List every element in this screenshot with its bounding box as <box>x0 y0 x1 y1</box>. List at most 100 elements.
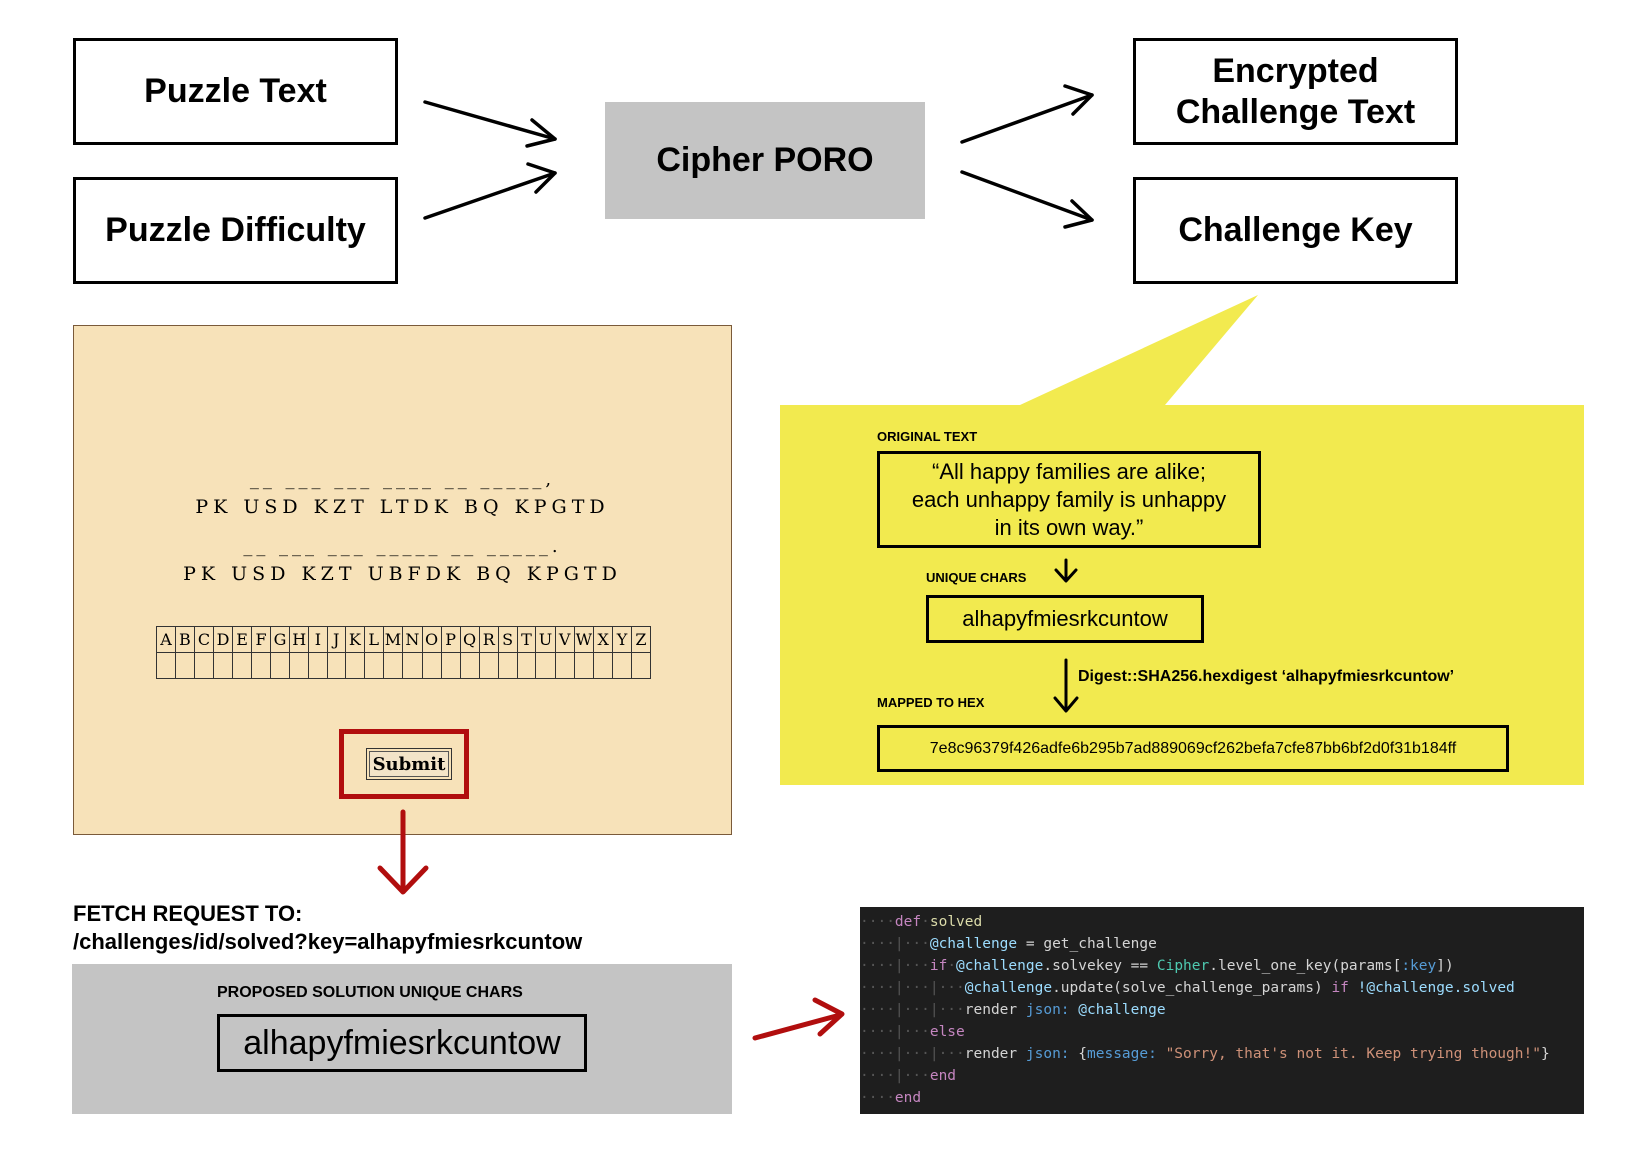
alphabet-letter-cell: T <box>516 626 537 653</box>
alphabet-input-cell[interactable] <box>478 652 499 679</box>
alphabet-letter-cell: B <box>174 626 195 653</box>
code-line-3: ····|···if·@challenge.solvekey == Cipher… <box>860 958 1454 974</box>
alphabet-letter-cell: X <box>593 626 614 653</box>
encrypted-label-line2: Challenge Text <box>1175 92 1416 131</box>
encrypted-challenge-box: Encrypted Challenge Text <box>1133 38 1458 145</box>
puzzle-panel: __ ___ ___ ____ __ _____, PK USD KZT LTD… <box>73 325 732 835</box>
alphabet-input-cell[interactable] <box>344 652 365 679</box>
code-line-7: ····|···|···render json: {message: "Sorr… <box>860 1046 1550 1062</box>
alphabet-input-cell[interactable] <box>421 652 442 679</box>
unique-chars-box: alhapyfmiesrkcuntow <box>926 595 1204 643</box>
unique-chars-label: UNIQUE CHARS <box>926 570 1027 585</box>
alphabet-input-cell[interactable] <box>593 652 614 679</box>
alphabet-letter-cell: M <box>382 626 404 653</box>
alphabet-input-cell[interactable] <box>573 652 595 679</box>
alphabet-input-cell[interactable] <box>289 652 310 679</box>
challenge-key-box: Challenge Key <box>1133 177 1458 284</box>
alphabet-letter-cell: V <box>554 626 575 653</box>
alphabet-letter-cell: O <box>421 626 442 653</box>
alphabet-input-cell[interactable] <box>516 652 537 679</box>
arrow-cipher-to-key <box>960 170 1094 229</box>
proposed-solution-box: alhapyfmiesrkcuntow <box>217 1014 587 1072</box>
hex-digest-box: 7e8c96379f426adfe6b295b7ad889069cf262bef… <box>877 725 1509 772</box>
alphabet-letter-cell: A <box>156 626 176 653</box>
alphabet-input-cell[interactable] <box>440 652 461 679</box>
alphabet-input-cell[interactable] <box>497 652 518 679</box>
alphabet-input-cell[interactable] <box>174 652 195 679</box>
alphabet-input-cell[interactable] <box>232 652 253 679</box>
alphabet-letter-cell: R <box>478 626 499 653</box>
alphabet-input-cell[interactable] <box>612 652 632 679</box>
fetch-request-url: /challenges/id/solved?key=alhapyfmiesrkc… <box>73 929 583 954</box>
alphabet-letter-cell: G <box>269 626 291 653</box>
proposed-solution-value: alhapyfmiesrkcuntow <box>243 1023 561 1062</box>
alphabet-letter-cell: Y <box>612 626 632 653</box>
alphabet-letter-cell: L <box>363 626 384 653</box>
code-line-9: ····end <box>860 1090 922 1106</box>
alphabet-input-cell[interactable] <box>251 652 271 679</box>
fetch-request-heading: FETCH REQUEST TO: <box>73 901 303 926</box>
code-line-6: ····|···else <box>860 1024 965 1040</box>
alphabet-letter-cell: N <box>402 626 423 653</box>
alphabet-letter-cell: U <box>535 626 556 653</box>
original-text-line2: each unhappy family is unhappy <box>911 486 1227 512</box>
alphabet-input-cell[interactable] <box>630 652 652 679</box>
alphabet-letter-cell: J <box>326 626 346 653</box>
alphabet-letter-cell: P <box>440 626 461 653</box>
alphabet-letter-cell: F <box>251 626 271 653</box>
puzzle-line1-blanks: __ ___ ___ ____ __ _____, <box>249 469 556 490</box>
alphabet-input-cell[interactable] <box>156 652 176 679</box>
alphabet-input-cell[interactable] <box>326 652 346 679</box>
alphabet-input-cell[interactable] <box>363 652 384 679</box>
puzzle-line2-cipher: PK USD KZT UBFDK BQ KPGTD <box>183 563 622 585</box>
submit-highlight: Submit <box>339 729 469 799</box>
alphabet-input-cell[interactable] <box>308 652 328 679</box>
digest-label: Digest::SHA256.hexdigest ‘alhapyfmiesrkc… <box>1078 668 1455 685</box>
original-text-line3: in its own way.” <box>994 514 1144 540</box>
alphabet-input-cell[interactable] <box>212 652 234 679</box>
alphabet-input-row <box>156 652 652 679</box>
submit-button[interactable]: Submit <box>366 748 452 780</box>
challenge-key-callout: ORIGINAL TEXT “All happy families are al… <box>780 405 1584 785</box>
alphabet-letter-cell: W <box>573 626 595 653</box>
cipher-poro-label: Cipher PORO <box>656 141 874 179</box>
code-line-4: ····|···|···@challenge.update(solve_chal… <box>860 980 1515 996</box>
hex-digest-value: 7e8c96379f426adfe6b295b7ad889069cf262bef… <box>929 739 1457 757</box>
challenge-key-label: Challenge Key <box>1178 211 1413 250</box>
alphabet-input-cell[interactable] <box>269 652 291 679</box>
alphabet-input-cell[interactable] <box>535 652 556 679</box>
unique-chars-value: alhapyfmiesrkcuntow <box>962 606 1168 631</box>
mapped-to-hex-label: MAPPED TO HEX <box>877 695 985 710</box>
puzzle-text-box: Puzzle Text <box>73 38 398 145</box>
original-text-box: “All happy families are alike; each unha… <box>877 451 1261 548</box>
arrow-puzzle-text-to-cipher <box>423 100 557 148</box>
puzzle-line2-blanks: __ ___ ___ _____ __ _____. <box>243 536 562 557</box>
arrow-cipher-to-encrypted <box>960 84 1094 144</box>
arrow-difficulty-to-cipher <box>423 162 557 220</box>
alphabet-input-cell[interactable] <box>459 652 480 679</box>
cipher-poro-box: Cipher PORO <box>605 102 925 219</box>
alphabet-input-cell[interactable] <box>193 652 214 679</box>
original-text-line1: “All happy families are alike; <box>932 458 1206 484</box>
alphabet-input-cell[interactable] <box>382 652 404 679</box>
alphabet-letter-cell: E <box>232 626 253 653</box>
code-line-8: ····|···end <box>860 1068 957 1084</box>
fetch-request-text: FETCH REQUEST TO: /challenges/id/solved?… <box>73 900 582 956</box>
code-line-1: ····def·solved <box>860 914 983 930</box>
puzzle-line1-cipher: PK USD KZT LTDK BQ KPGTD <box>195 496 610 518</box>
code-editor: ····def·solved ····|···@challenge = get_… <box>860 907 1584 1114</box>
alphabet-letter-cell: K <box>344 626 365 653</box>
alphabet-letter-cell: Z <box>630 626 652 653</box>
encrypted-label-line1: Encrypted <box>1212 51 1379 90</box>
proposed-solution-label: PROPOSED SOLUTION UNIQUE CHARS <box>217 984 523 1001</box>
puzzle-difficulty-label: Puzzle Difficulty <box>105 211 366 250</box>
alphabet-input-cell[interactable] <box>554 652 575 679</box>
code-line-5: ····|···|···render json: @challenge <box>860 1002 1166 1018</box>
alphabet-letter-cell: I <box>308 626 328 653</box>
callout-pointer <box>1020 295 1258 405</box>
puzzle-text-label: Puzzle Text <box>144 72 327 111</box>
alphabet-input-cell[interactable] <box>402 652 423 679</box>
alphabet-letter-cell: Q <box>459 626 480 653</box>
